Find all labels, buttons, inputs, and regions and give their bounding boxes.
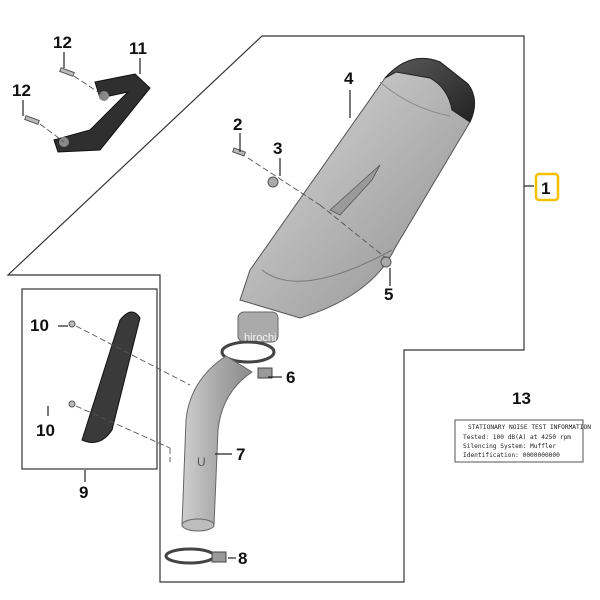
callout-2: 2 (233, 115, 242, 134)
heat-shield (81, 311, 141, 443)
callout-7: 7 (236, 445, 245, 464)
callout-9: 9 (79, 483, 88, 502)
watermark: hirochi (244, 332, 276, 344)
noise-label-line-1: Tested: 100 dB(A) at 4250 rpm (463, 434, 571, 441)
assembly-outline (6, 35, 525, 583)
muffler-body (237, 57, 475, 343)
clamp-8 (164, 547, 227, 565)
svg-text:U: U (197, 455, 206, 469)
bracket (53, 73, 151, 153)
assembly-lines (39, 75, 387, 462)
callout-11: 11 (129, 39, 147, 58)
callout-4: 4 (344, 69, 354, 88)
callout-1: 1 (541, 179, 550, 198)
callout-5: 5 (384, 285, 393, 304)
callout-8: 8 (238, 549, 247, 568)
callout-10-top: 10 (30, 316, 49, 335)
callout-12-left: 12 (12, 81, 31, 100)
callout-13: 13 (512, 389, 531, 408)
callout-6: 6 (286, 368, 295, 387)
leader-lines (22, 52, 534, 559)
callout-1-highlight (534, 172, 560, 202)
callout-3: 3 (273, 139, 282, 158)
callout-12-top: 12 (53, 33, 72, 52)
callouts: 4 2 3 5 6 7 8 9 10 10 11 12 12 13 1 (12, 33, 560, 568)
fasteners (24, 67, 392, 408)
noise-label-title: STATIONARY NOISE TEST INFORMATION (468, 424, 591, 431)
link-pipe: U (181, 355, 253, 532)
clamp-6 (220, 340, 276, 379)
noise-label: STATIONARY NOISE TEST INFORMATION Tested… (454, 419, 591, 463)
noise-label-line-2: Silencing System: Muffler (463, 443, 556, 450)
callout-10-bottom: 10 (36, 421, 55, 440)
noise-label-line-3: Identification: 0000000000 (463, 452, 560, 459)
